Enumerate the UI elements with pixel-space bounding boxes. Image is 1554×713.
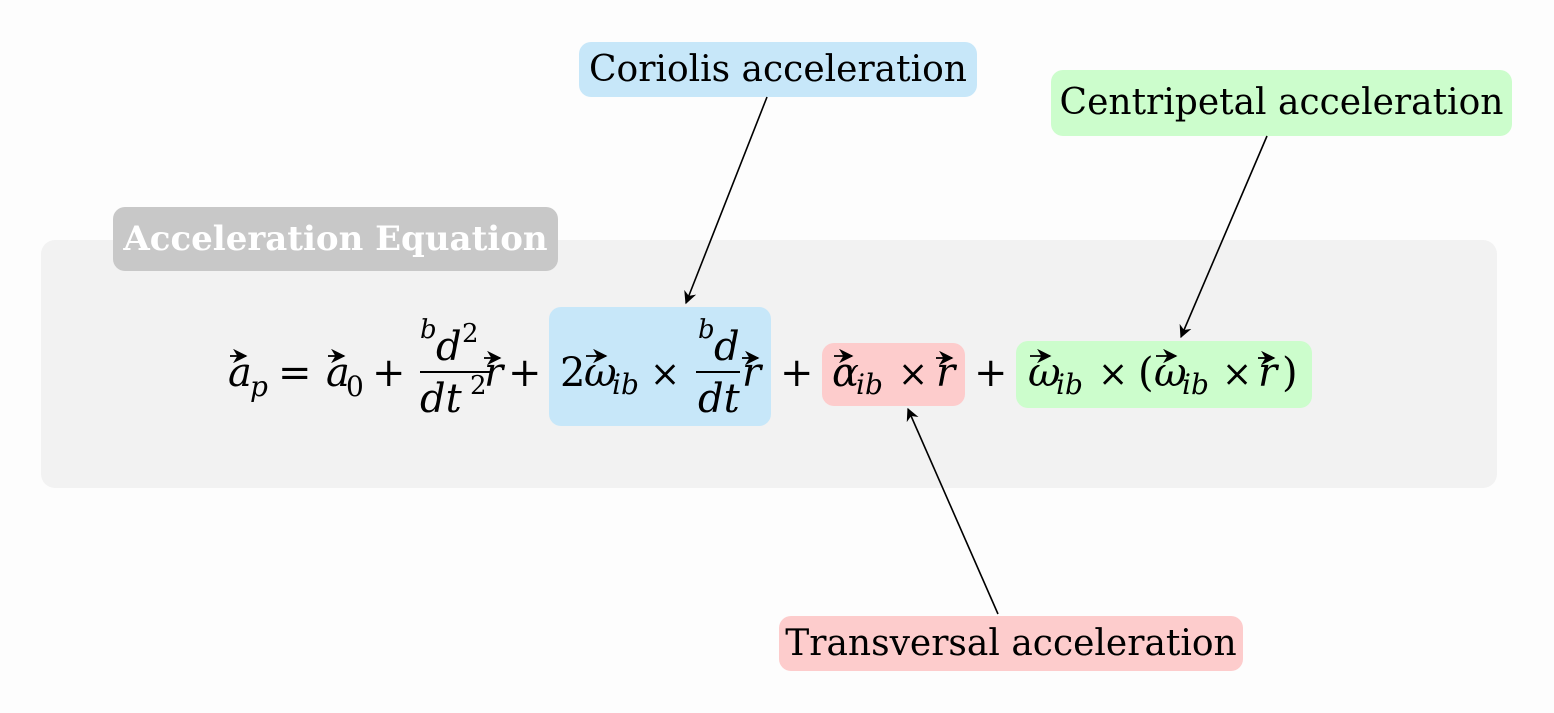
coriolis-callout: Coriolis acceleration [579, 42, 977, 97]
plus-sign-2: + [508, 350, 542, 396]
coriolis-arrow [684, 96, 768, 305]
centripetal-arrow [1179, 135, 1268, 339]
equals-sign: = [278, 350, 312, 396]
coriolis-factor-two: 2 [560, 350, 585, 396]
plus-sign-3: + [780, 350, 814, 396]
d1-denominator: dt [698, 376, 741, 422]
coriolis-times: × [650, 354, 680, 395]
r-symbol-3: r [936, 350, 958, 396]
d2-superscript-b: b [420, 315, 437, 345]
r-symbol-1: r [484, 350, 506, 396]
plus-sign-1: + [372, 350, 406, 396]
d2-numerator-exp: 2 [462, 319, 479, 349]
plus-sign-4: + [974, 350, 1008, 396]
centripetal-omega-2-subscript: ib [1182, 368, 1209, 401]
transversal-arrow [906, 407, 999, 615]
transversal-times: × [898, 354, 928, 395]
transversal-alpha-subscript: ib [856, 368, 883, 401]
d2-denominator-exp: 2 [470, 371, 487, 401]
d2-denominator: dt [420, 376, 463, 422]
coriolis-omega-subscript: ib [612, 368, 639, 401]
panel-title: Acceleration Equation [113, 207, 558, 271]
transversal-callout: Transversal acceleration [779, 616, 1243, 671]
centripetal-callout: Centripetal acceleration [1051, 70, 1512, 136]
centripetal-paren-open: ( [1138, 350, 1154, 396]
d1-superscript-b: b [698, 315, 715, 345]
centripetal-omega-1-subscript: ib [1056, 368, 1083, 401]
centripetal-times-2: × [1222, 354, 1252, 395]
coriolis-term-highlight [549, 307, 771, 426]
r-symbol-2: r [742, 350, 764, 396]
lhs-subscript: p [250, 370, 268, 403]
r-symbol-4: r [1258, 350, 1280, 396]
centripetal-times-1: × [1098, 354, 1128, 395]
centripetal-paren-close: ) [1282, 350, 1298, 396]
d2-numerator: d [436, 324, 462, 370]
d1-numerator: d [714, 324, 740, 370]
a0-subscript: 0 [346, 370, 364, 403]
